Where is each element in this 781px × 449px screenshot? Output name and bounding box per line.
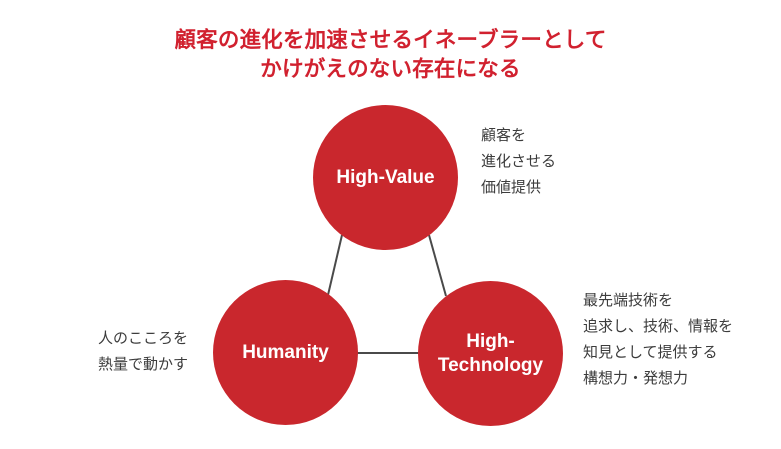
node-high-technology-label: High- Technology bbox=[432, 330, 549, 378]
node-high-value-label-line-1: High-Value bbox=[336, 166, 435, 188]
connector-high-value-humanity bbox=[327, 234, 343, 296]
annotation-humanity: 人のこころを 熱量で動かす bbox=[38, 326, 188, 378]
annotation-humanity-line-1: 人のこころを bbox=[97, 330, 188, 347]
annotation-high-value: 顧客を 進化させる 価値提供 bbox=[481, 123, 556, 201]
node-high-value[interactable]: High-Value bbox=[313, 105, 458, 250]
node-humanity[interactable]: Humanity bbox=[213, 280, 358, 425]
annotation-high-technology-line-2: 追求し、技術、情報を bbox=[583, 318, 734, 335]
node-humanity-label-line-1: Humanity bbox=[242, 341, 329, 363]
annotation-high-technology: 最先端技術を 追求し、技術、情報を 知見として提供する 構想力・発想力 bbox=[583, 288, 733, 392]
annotation-high-value-line-1: 顧客を bbox=[481, 127, 527, 144]
node-high-technology[interactable]: High- Technology bbox=[418, 281, 563, 426]
node-high-value-label: High-Value bbox=[330, 166, 440, 190]
annotation-high-technology-line-1: 最先端技術を bbox=[583, 292, 674, 309]
annotation-high-value-line-2: 進化させる bbox=[481, 153, 557, 170]
connector-high-value-high-technology bbox=[428, 234, 447, 297]
page-title-line-1: 顧客の進化を加速させるイネーブラーとして bbox=[174, 28, 607, 52]
node-high-technology-label-line-1: High- bbox=[466, 330, 515, 352]
page-title: 顧客の進化を加速させるイネーブラーとして かけがえのない存在になる bbox=[0, 26, 781, 84]
annotation-humanity-line-2: 熱量で動かす bbox=[97, 356, 188, 373]
annotation-high-technology-line-4: 構想力・発想力 bbox=[583, 370, 689, 387]
page-title-line-2: かけがえのない存在になる bbox=[260, 57, 521, 81]
node-humanity-label: Humanity bbox=[236, 341, 335, 365]
node-high-technology-label-line-2: Technology bbox=[437, 354, 544, 376]
annotation-high-value-line-3: 価値提供 bbox=[481, 179, 542, 196]
annotation-high-technology-line-3: 知見として提供する bbox=[583, 344, 718, 361]
